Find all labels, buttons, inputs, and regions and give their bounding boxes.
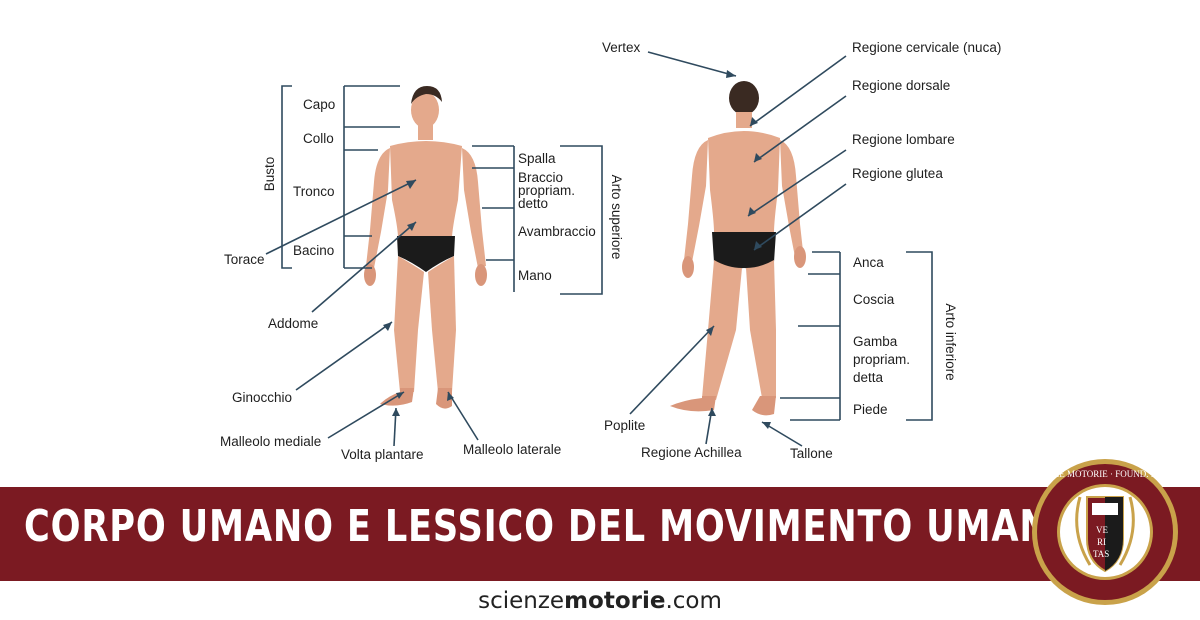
site-suffix: .com [665, 588, 722, 614]
label-vertex: Vertex [602, 40, 641, 55]
leader-lines [265, 51, 847, 447]
banner-title: CORPO UMANO E LESSICO DEL MOVIMENTO UMAN… [24, 501, 1081, 552]
scienze-motorie-seal-logo: VE RI TAS SCIENZE MOTORIE · FOUND. MMXII… [1030, 459, 1180, 605]
label-coscia: Coscia [853, 292, 895, 307]
arto-inferiore-bracket [780, 251, 933, 421]
label-busto: Busto [262, 157, 277, 192]
label-avambraccio: Avambraccio [518, 224, 596, 239]
arrowheads [383, 70, 771, 429]
label-piede: Piede [853, 402, 888, 417]
label-braccio-3: detto [518, 196, 548, 211]
label-capo: Capo [303, 97, 335, 112]
label-anca: Anca [853, 255, 884, 270]
label-regione-glutea: Regione glutea [852, 166, 943, 181]
label-regione-achillea: Regione Achillea [641, 445, 742, 460]
label-gamba-2: propriam. [853, 352, 910, 367]
label-addome: Addome [268, 316, 318, 331]
front-body-figure [364, 86, 487, 409]
logo-shield-text-2: RI [1097, 537, 1106, 547]
label-poplite: Poplite [604, 418, 645, 433]
label-braccio-2: propriam. [518, 183, 575, 198]
label-gamba-3: detta [853, 370, 884, 385]
label-spalla: Spalla [518, 151, 556, 166]
label-regione-dorsale: Regione dorsale [852, 78, 950, 93]
site-bold: motorie [564, 588, 666, 614]
label-malleolo-mediale: Malleolo mediale [220, 434, 321, 449]
label-regione-lombare: Regione lombare [852, 132, 955, 147]
busto-bracket [281, 85, 292, 269]
label-braccio-1: Braccio [518, 170, 563, 185]
back-body-figure [670, 81, 806, 416]
arto-superiore-bracket [472, 145, 603, 295]
logo-shield-text-3: TAS [1093, 549, 1109, 559]
label-tallone: Tallone [790, 446, 833, 461]
label-arto-inferiore: Arto inferiore [943, 303, 958, 380]
site-prefix: scienze [478, 588, 565, 614]
logo-shield-text-1: VE [1096, 525, 1108, 535]
label-torace: Torace [224, 252, 265, 267]
label-collo: Collo [303, 131, 334, 146]
footer-site-url[interactable]: scienzemotorie.com [0, 583, 1200, 620]
label-regione-cervicale: Regione cervicale (nuca) [852, 40, 1001, 55]
head-region-brackets [343, 85, 400, 269]
logo-ring-text: SCIENZE MOTORIE · FOUND. MMXIII [1030, 469, 1180, 479]
label-malleolo-laterale: Malleolo laterale [463, 442, 561, 457]
label-ginocchio: Ginocchio [232, 390, 292, 405]
label-volta-plantare: Volta plantare [341, 447, 424, 462]
title-banner: CORPO UMANO E LESSICO DEL MOVIMENTO UMAN… [0, 487, 1200, 581]
anatomy-diagram: Busto Capo Collo Tronco Bacino Torace Ad… [220, 40, 1001, 462]
label-arto-superiore: Arto superiore [609, 175, 624, 260]
label-gamba-1: Gamba [853, 334, 898, 349]
label-mano: Mano [518, 268, 552, 283]
label-bacino: Bacino [293, 243, 334, 258]
label-tronco: Tronco [293, 184, 335, 199]
